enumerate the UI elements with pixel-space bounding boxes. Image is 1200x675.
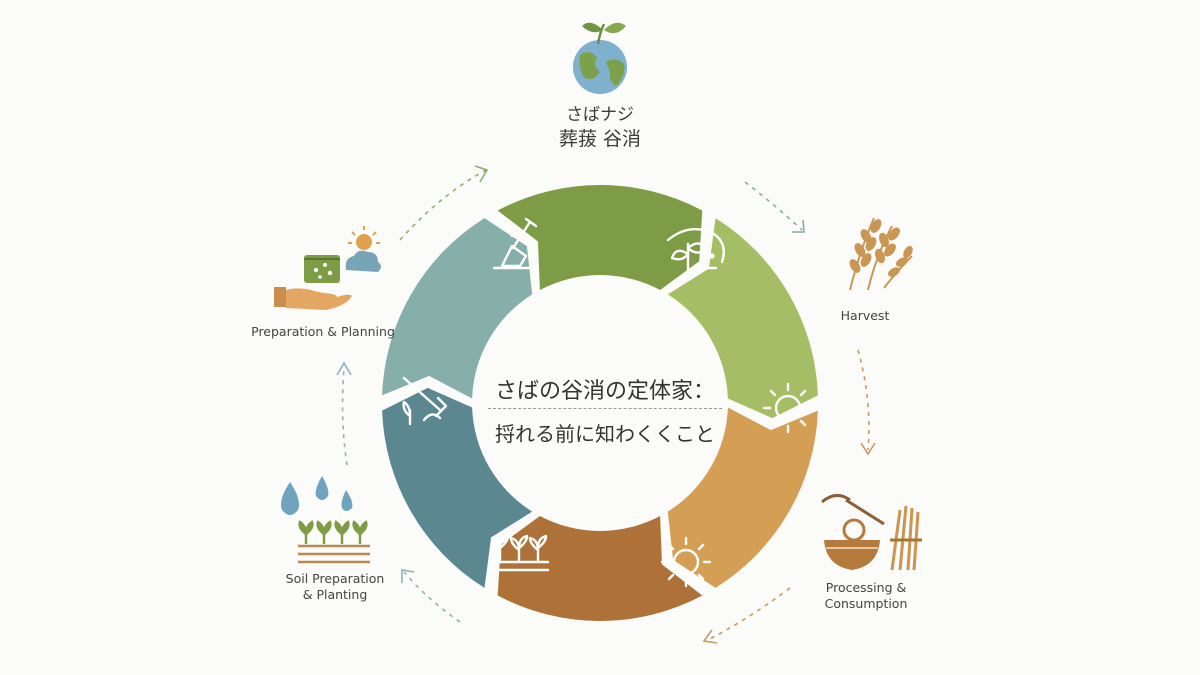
noodle-bowl-and-sickle-icon <box>821 494 922 571</box>
seedlings-icon <box>488 534 550 572</box>
wheat-stalks-icon <box>849 217 913 291</box>
globe-with-sprout-icon <box>573 22 627 94</box>
label-soil-preparation-planting: Soil Preparation & Planting <box>260 571 410 603</box>
label-soil-line1: Soil Preparation <box>285 571 385 586</box>
arrow-bottom-right <box>707 587 791 641</box>
label-processing-line1: Processing & <box>825 580 907 595</box>
segment-sun-upper <box>667 407 818 588</box>
segment-plant <box>667 218 818 419</box>
arrow-top-right <box>744 181 803 231</box>
label-soil-line2: & Planting <box>302 587 368 602</box>
arrow-top-left-head <box>474 165 489 183</box>
label-preparation-planning: Preparation & Planning <box>251 324 395 339</box>
arrow-right-down <box>857 349 870 451</box>
arrow-bottom-left-head <box>401 569 415 583</box>
arrow-left-up <box>341 367 348 466</box>
center-title: さばの谷消の定体家： <box>494 379 715 404</box>
ring <box>382 185 818 621</box>
plant-growth-icon <box>666 228 725 272</box>
arrow-right-down-head <box>860 442 876 456</box>
segment-hoe <box>382 218 533 399</box>
segment-shovel <box>497 185 703 290</box>
arrow-left-up-head <box>336 361 352 376</box>
sun-icon <box>660 536 712 588</box>
hoe-icon <box>402 376 448 426</box>
label-processing-line2: Consumption <box>824 596 908 611</box>
sun-icon <box>762 382 814 434</box>
arrow-bottom-left <box>403 571 461 623</box>
center-divider <box>488 408 722 409</box>
segment-seedlings <box>382 387 533 588</box>
shovel-icon <box>492 217 538 270</box>
arrow-bottom-right-head <box>702 629 718 644</box>
top-title-line1: さばナジ <box>566 105 634 125</box>
arrow-top-right-head <box>792 219 805 233</box>
water-drops-and-seedlings-icon <box>281 476 370 564</box>
label-processing-consumption: Processing & Consumption <box>796 580 936 612</box>
segment-sun-lower <box>497 516 703 621</box>
arrow-top-left <box>399 169 487 241</box>
center-subtitle: 捋れる前に知わくくこと <box>495 422 715 446</box>
hand-holding-soil-icon <box>274 226 381 310</box>
top-title-line2: 葬菝 谷消 <box>558 128 642 150</box>
connector-arrows <box>336 165 876 644</box>
label-harvest: Harvest <box>840 308 890 323</box>
